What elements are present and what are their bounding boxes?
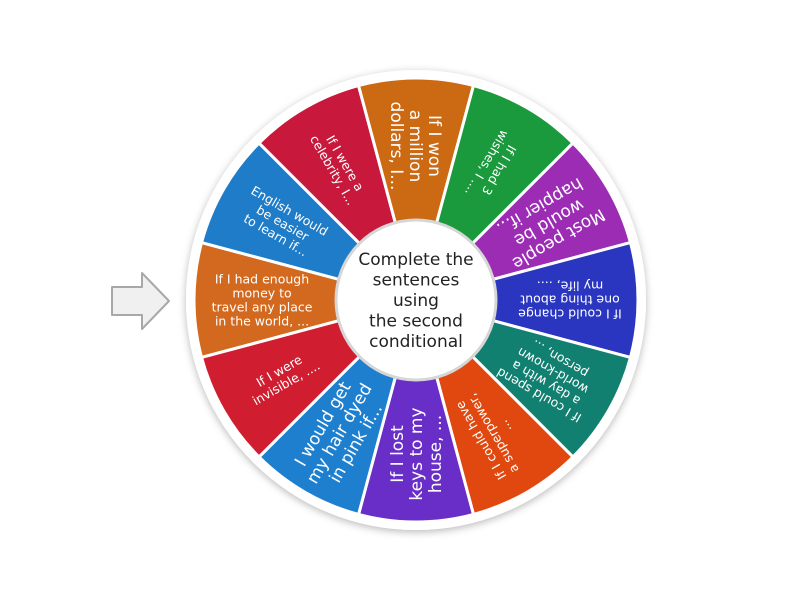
arrow-right-icon[interactable] <box>110 270 172 332</box>
wheel-segment-label: If I could changeone thing aboutmy life,… <box>518 279 622 322</box>
wheel-hub[interactable] <box>334 218 498 382</box>
wheel-segment-label: If I lostkeys to myhouse, ... <box>388 407 446 500</box>
wheel-segment-label: If I wona milliondollars, I... <box>386 102 444 191</box>
